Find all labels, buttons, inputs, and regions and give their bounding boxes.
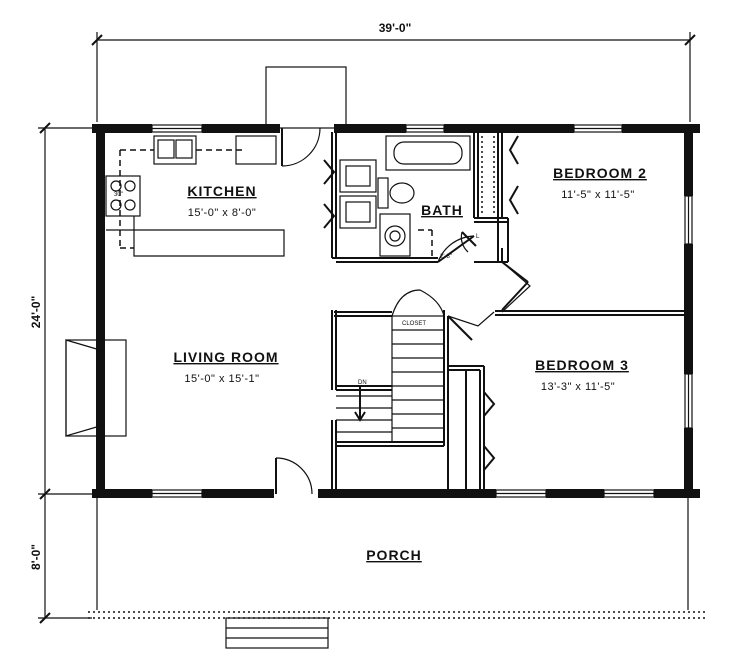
fireplace (65, 339, 127, 437)
living-room-name: LIVING ROOM (173, 349, 278, 365)
vanity (379, 213, 411, 257)
width-dimension: 39'-0" (91, 21, 696, 122)
porch-dimension: 8'-0" (29, 494, 92, 624)
range (105, 175, 141, 217)
bedroom3-name: BEDROOM 3 (535, 357, 629, 373)
porch-steps (225, 617, 329, 649)
back-door (281, 127, 321, 167)
toilet-bowl (389, 182, 415, 204)
kitchen-fixtures: 30" (105, 135, 285, 257)
stair-down-label: DN (358, 380, 367, 386)
interior-walls (331, 132, 684, 490)
width-label: 39'-0" (379, 21, 412, 35)
kitchen-size: 15'-0" x 8'-0" (188, 207, 257, 219)
linen-label: L (476, 234, 480, 240)
windows (151, 124, 693, 498)
front-door (275, 457, 313, 495)
porch (88, 498, 708, 649)
dryer (339, 195, 377, 229)
porch-depth-label: 8'-0" (29, 544, 43, 570)
bedroom3-size: 13'-3" x 11'-5" (541, 381, 615, 393)
kitchen-name: KITCHEN (187, 183, 256, 199)
bedroom2-name: BEDROOM 2 (553, 165, 647, 181)
range-size-label: 30" (114, 192, 123, 198)
bedroom2-size: 11'-5" x 11'-5" (561, 189, 635, 201)
washer (339, 159, 377, 193)
hall-door-label: 2'-8" (440, 254, 452, 260)
closet-label: CLOSET (402, 321, 426, 327)
toilet-tank (377, 177, 389, 209)
stairs: DN (336, 315, 445, 443)
bath-fixtures (339, 135, 495, 258)
porch-name: PORCH (366, 547, 422, 563)
interior-doors: 2'-8" (323, 135, 531, 471)
living-room-size: 15'-0" x 15'-1" (184, 373, 259, 385)
exterior-walls (92, 124, 700, 498)
bathtub (385, 135, 471, 171)
depth-dimension: 24'-0" (29, 122, 92, 500)
depth-label: 24'-0" (29, 296, 43, 329)
kitchen-sink (153, 135, 197, 165)
refrigerator (235, 135, 277, 165)
bath-name: BATH (421, 202, 463, 218)
chimney-chase (265, 66, 347, 129)
